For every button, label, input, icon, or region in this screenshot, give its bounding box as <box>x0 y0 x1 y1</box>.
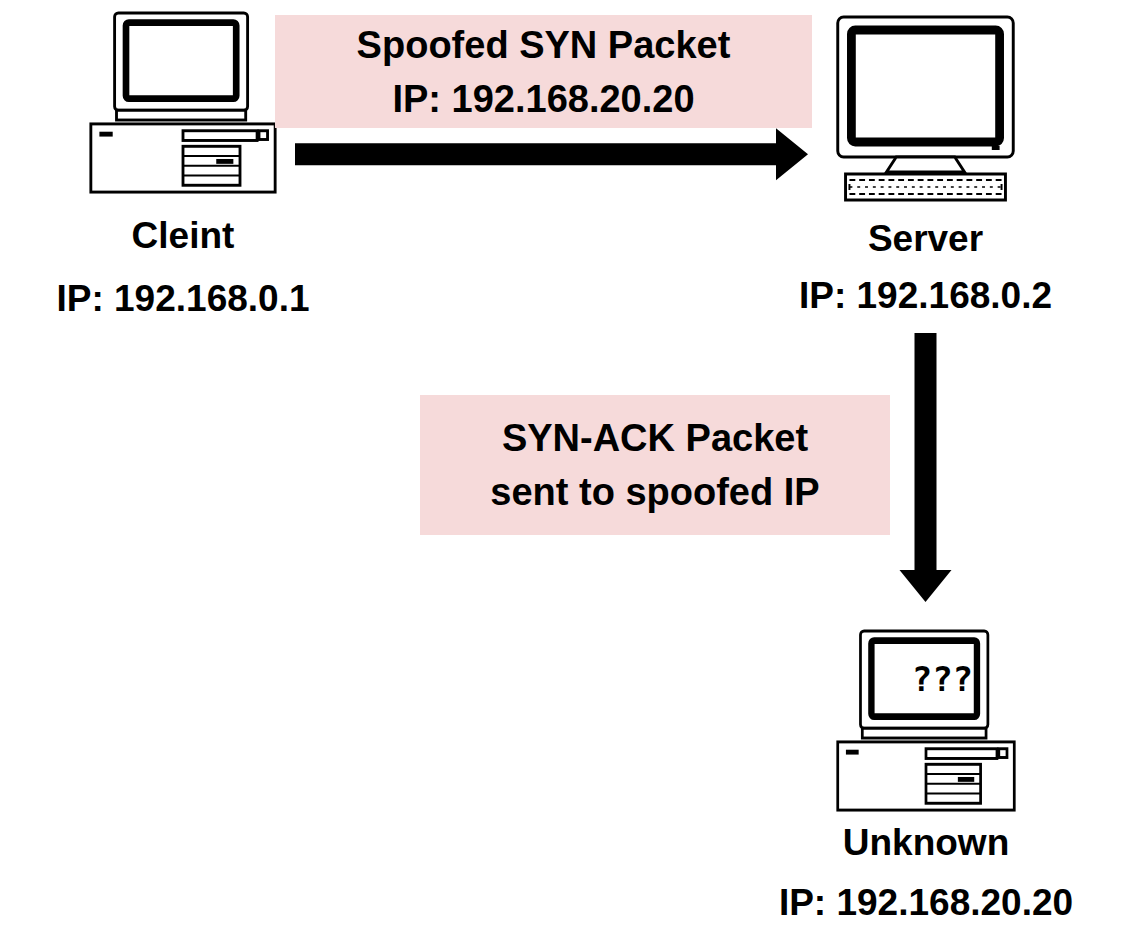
computer-icon <box>835 628 1017 813</box>
edge-label: Spoofed SYN Packet IP: 192.168.20.20 <box>344 18 744 126</box>
label-patch: SYN-ACK Packet sent to spoofed IP <box>420 395 890 535</box>
computer-icon <box>828 14 1023 204</box>
computer-node: CleintIP: 192.168.0.1 <box>88 10 278 195</box>
screen-text: ??? <box>912 659 973 699</box>
host-name: Unknown <box>843 822 1009 864</box>
computer-node: ServerIP: 192.168.0.2 <box>828 14 1023 204</box>
packet-arrow <box>900 333 952 602</box>
edge-label: SYN-ACK Packet sent to spoofed IP <box>475 411 835 519</box>
ip-address: IP: 192.168.0.2 <box>799 275 1052 317</box>
computer-node: ???UnknownIP: 192.168.20.20 <box>835 628 1017 813</box>
computer-icon <box>88 10 278 195</box>
packet-arrow <box>295 128 808 180</box>
label-patch: Spoofed SYN Packet IP: 192.168.20.20 <box>275 15 812 128</box>
ip-address: IP: 192.168.20.20 <box>779 882 1073 924</box>
ip-address: IP: 192.168.0.1 <box>56 278 309 320</box>
host-name: Server <box>868 218 983 260</box>
host-name: Cleint <box>132 215 235 257</box>
